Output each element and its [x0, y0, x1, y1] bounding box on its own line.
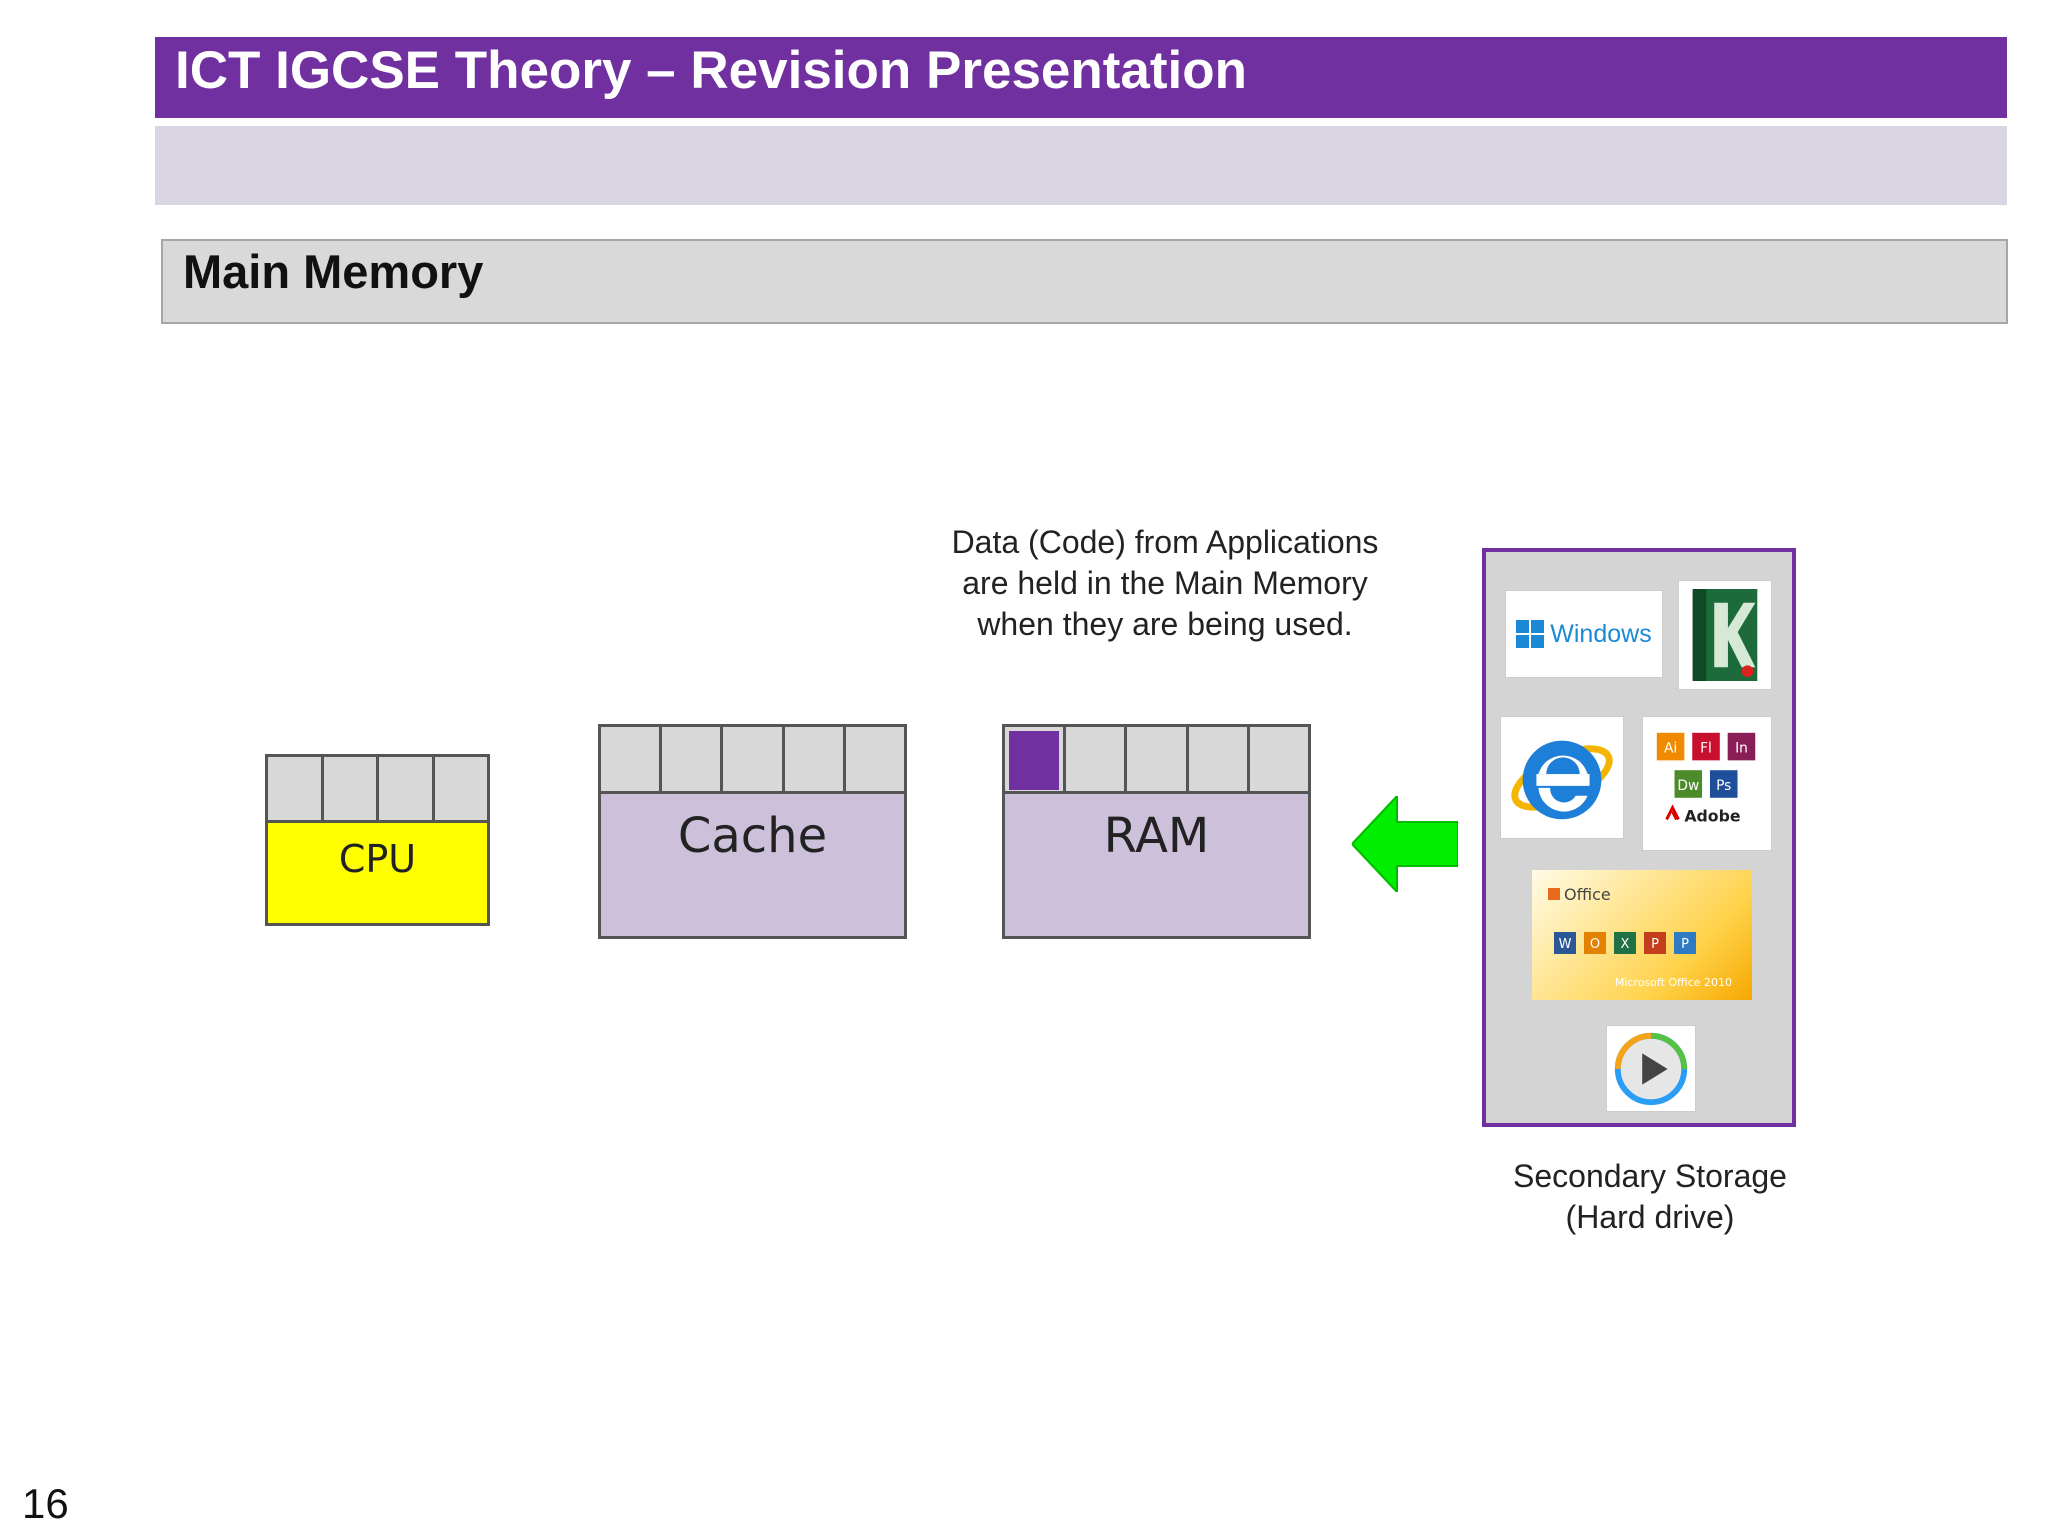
svg-text:In: In: [1735, 740, 1748, 756]
microsoft-office-icon: Office W O X P P Microsoft Office 2010: [1532, 870, 1752, 1000]
ram-cell-occupied: [1005, 727, 1067, 794]
kaspersky-box-icon: [1678, 580, 1772, 690]
register-cell: [268, 757, 324, 823]
svg-text:P: P: [1651, 937, 1659, 952]
ram-cell: [1249, 727, 1309, 794]
section-heading-box: [161, 239, 2008, 324]
svg-text:X: X: [1621, 937, 1630, 952]
cache-cell: [723, 727, 785, 794]
cache-box: Cache: [598, 791, 907, 939]
cpu-box: CPU: [265, 820, 490, 926]
svg-text:Microsoft Office 2010: Microsoft Office 2010: [1615, 976, 1732, 989]
subtitle-bar: [155, 126, 2007, 205]
windows-icon: [1516, 620, 1545, 648]
cache-cells: [598, 724, 907, 794]
svg-text:O: O: [1590, 937, 1600, 952]
data-note: Data (Code) from Applications are held i…: [951, 524, 1379, 642]
svg-text:Ai: Ai: [1664, 740, 1677, 756]
page-number: 16: [22, 1480, 69, 1527]
ram-label: RAM: [1103, 808, 1210, 864]
cache-cell: [601, 727, 663, 794]
cpu-registers: [265, 754, 490, 823]
cache-cell: [662, 727, 724, 794]
cache-cell: [784, 727, 846, 794]
svg-text:Adobe: Adobe: [1684, 806, 1740, 825]
svg-text:Office: Office: [1564, 885, 1611, 904]
cache-label: Cache: [677, 808, 828, 864]
title-bar: [155, 37, 2007, 118]
register-cell: [434, 757, 487, 823]
svg-text:W: W: [1559, 937, 1572, 952]
ram-cell: [1188, 727, 1250, 794]
green-arrow-left-icon: [1352, 796, 1458, 892]
svg-text:Dw: Dw: [1677, 778, 1699, 794]
svg-text:Fl: Fl: [1700, 740, 1712, 756]
section-heading: Main Memory: [183, 245, 484, 298]
register-cell: [323, 757, 379, 823]
presentation-title: ICT IGCSE Theory – Revision Presentation: [175, 41, 1248, 100]
register-cell: [379, 757, 435, 823]
ram-cell: [1066, 727, 1128, 794]
secondary-storage-label: Secondary Storage (Hard drive): [1513, 1158, 1787, 1235]
cache-cell: [845, 727, 905, 794]
media-player-icon: [1606, 1025, 1696, 1112]
internet-explorer-icon: [1500, 716, 1624, 839]
svg-text:Ps: Ps: [1716, 778, 1731, 794]
windows-text: Windows: [1550, 619, 1652, 648]
ram-box: RAM: [1002, 791, 1311, 939]
windows-logo-tile: Windows: [1505, 590, 1663, 678]
ram-cells: [1002, 724, 1311, 794]
cpu-label: CPU: [338, 837, 417, 881]
ram-cell: [1127, 727, 1189, 794]
adobe-apps-icon: Ai Fl In Dw Ps Adobe: [1642, 716, 1772, 851]
svg-text:P: P: [1681, 937, 1689, 952]
